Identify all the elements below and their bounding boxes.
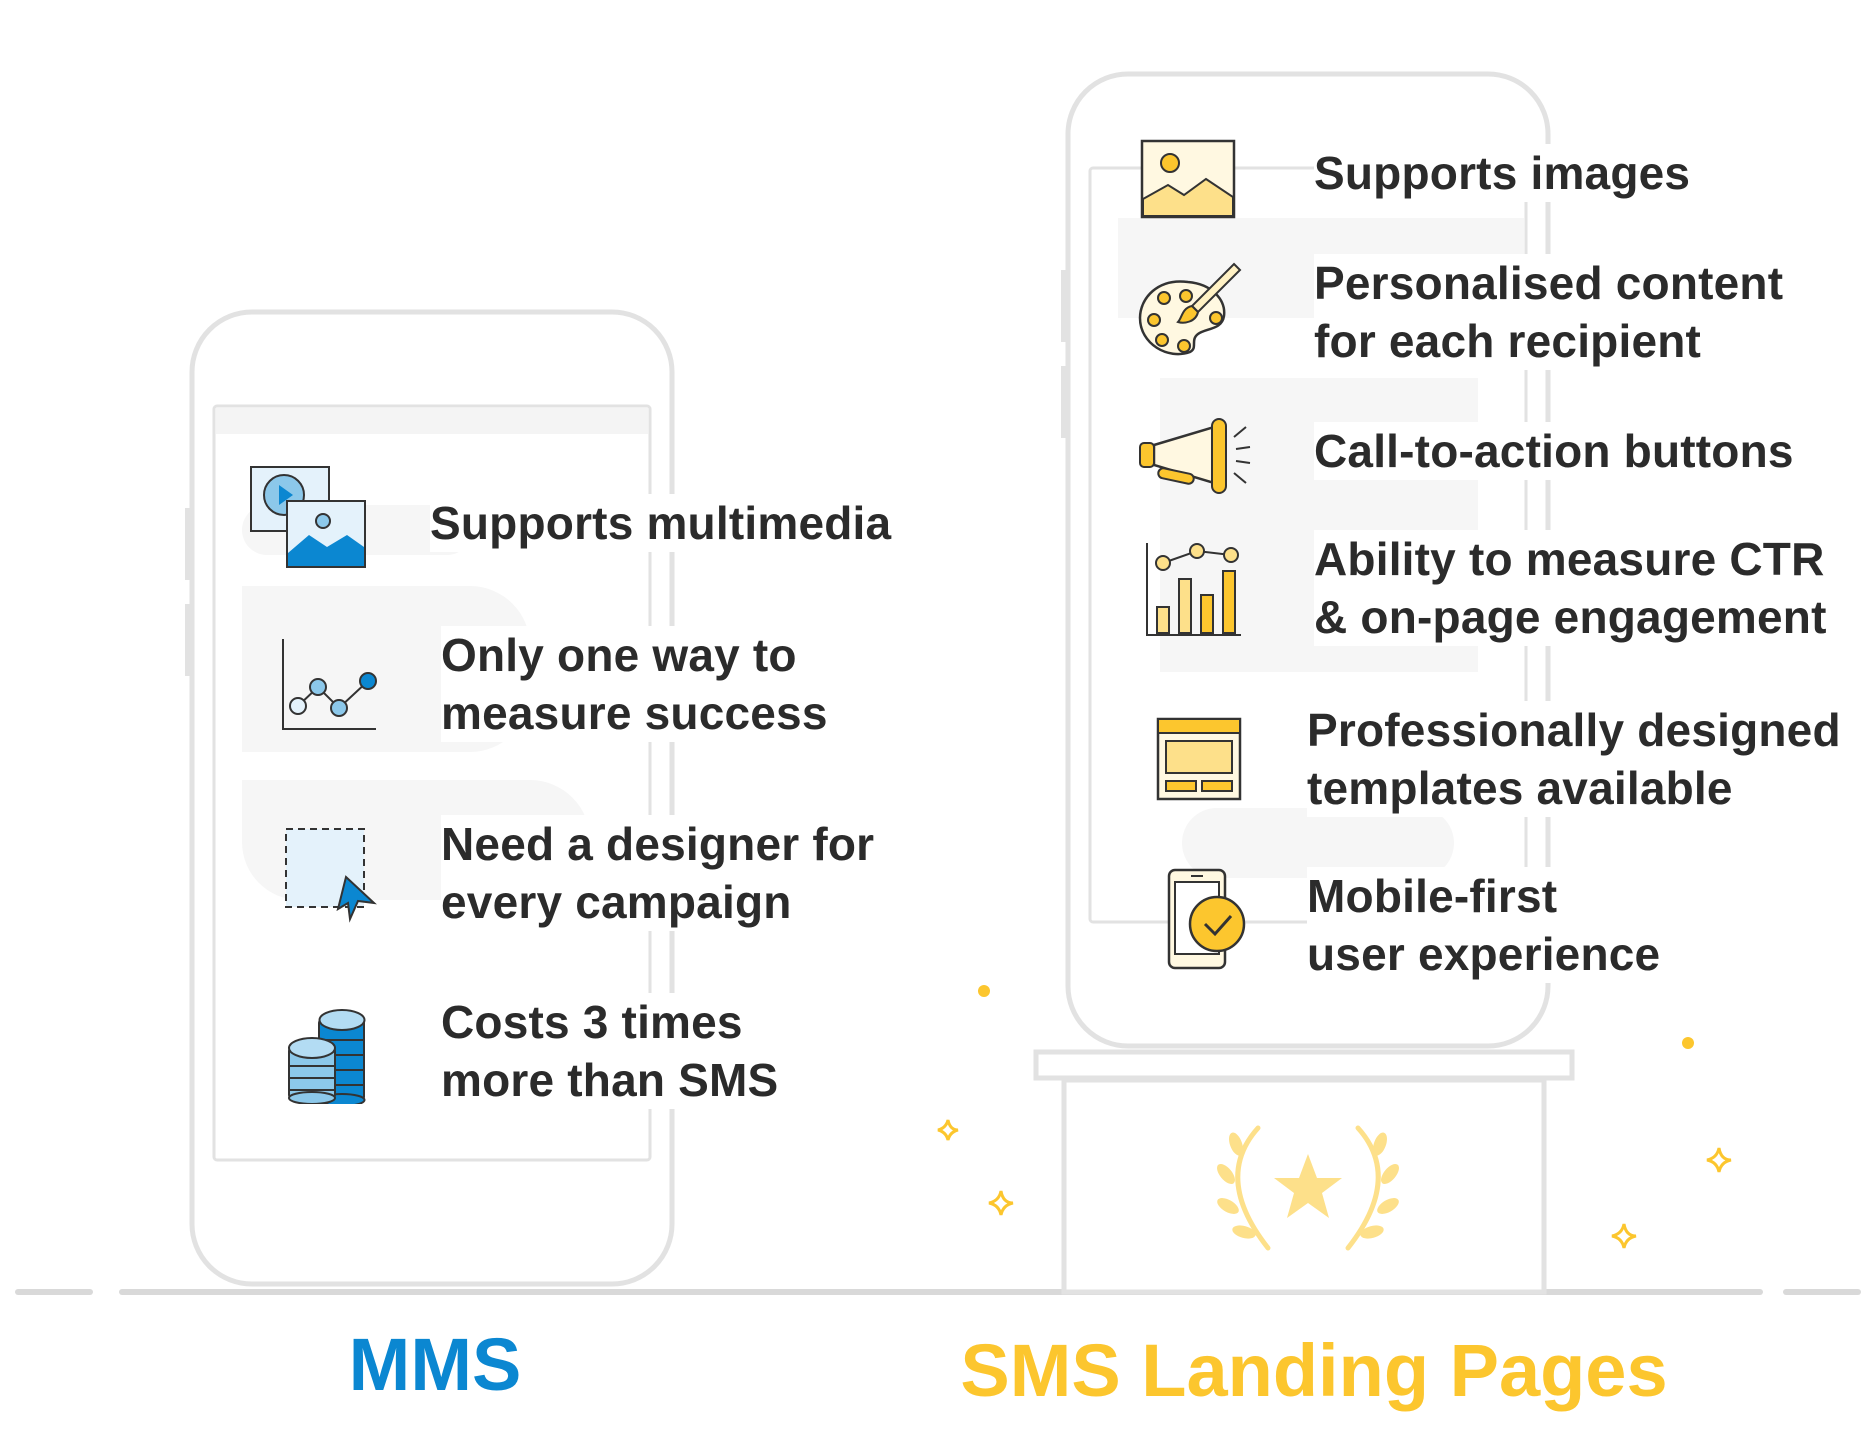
feature-text: user experience [1307,925,1667,983]
feature-text: Professionally designed [1307,701,1847,759]
feature-text: Supports images [1314,144,1697,202]
bar-line-chart-icon [1146,543,1241,636]
feature-text: Supports multimedia [430,494,898,552]
mms-feature-measure: Only one way to measure success [441,626,834,742]
image-icon [1140,139,1236,219]
sms-feature-images: Supports images [1314,144,1697,202]
feature-text: measure success [441,684,834,742]
mms-label: MMS [348,1323,522,1406]
mobile-check-icon [1167,868,1246,970]
coin-stacks-icon [288,1009,366,1104]
feature-text: more than SMS [441,1051,785,1109]
feature-text: Personalised content [1314,254,1790,312]
sms-feature-templates: Professionally designed templates availa… [1307,701,1847,817]
feature-text: Ability to measure CTR [1314,530,1831,588]
template-icon [1156,717,1242,801]
feature-text: for each recipient [1314,312,1708,370]
feature-text: every campaign [441,873,798,931]
sms-landing-pages-label: SMS Landing Pages [960,1329,1668,1412]
laurel-star-icon [1217,1125,1399,1251]
feature-text: Need a designer for [441,815,881,873]
feature-text: Only one way to [441,626,803,684]
design-selection-cursor-icon [285,828,377,923]
feature-text: Call-to-action buttons [1314,422,1800,480]
sparkle-stars [937,1119,1732,1249]
feature-text: & on-page engagement [1314,588,1833,646]
mms-feature-cost: Costs 3 times more than SMS [441,993,785,1109]
multimedia-icon [250,466,366,568]
paint-palette-icon [1138,262,1242,356]
megaphone-icon [1139,418,1251,494]
mms-feature-designer: Need a designer for every campaign [441,815,881,931]
sms-feature-cta: Call-to-action buttons [1314,422,1800,480]
sms-feature-mobile: Mobile-first user experience [1307,867,1667,983]
mms-phone [185,309,675,1287]
feature-text: Mobile-first [1307,867,1564,925]
line-chart-icon [282,639,377,730]
feature-text: templates available [1307,759,1739,817]
sms-feature-ctr: Ability to measure CTR & on-page engagem… [1314,530,1833,646]
sms-feature-personalised: Personalised content for each recipient [1314,254,1790,370]
mms-feature-multimedia: Supports multimedia [430,494,898,552]
sparkle-dots [978,985,1694,1049]
feature-text: Costs 3 times [441,993,749,1051]
